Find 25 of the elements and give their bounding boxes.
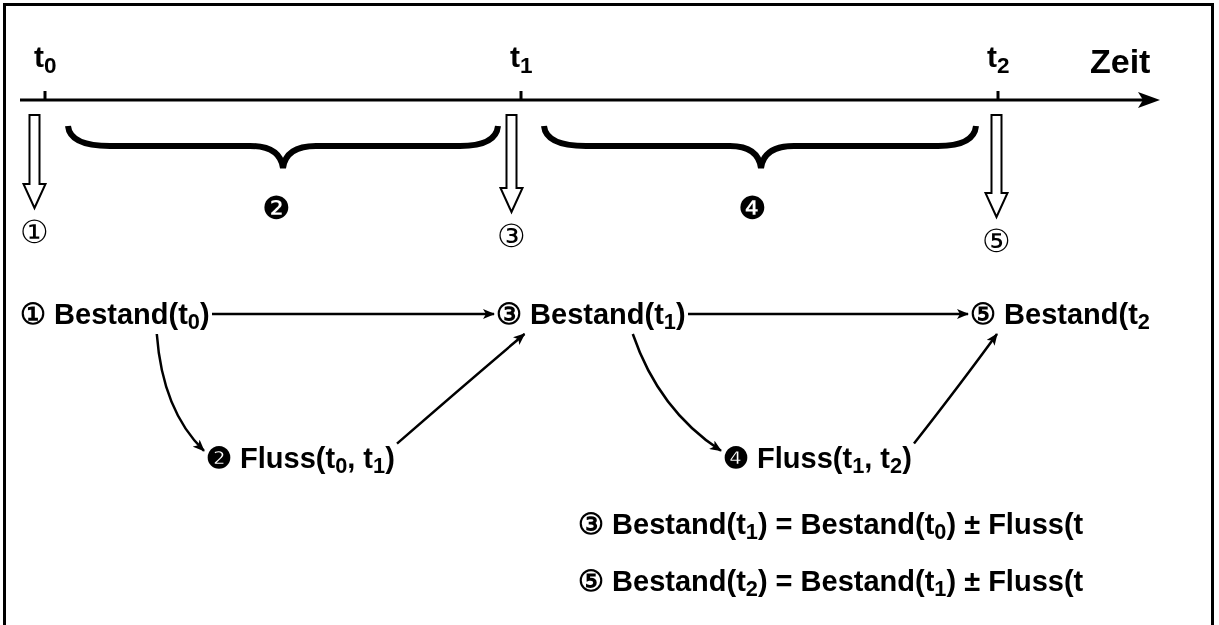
callout-number: ❷ — [262, 189, 291, 228]
hollow-arrow — [21, 114, 48, 211]
time-label: t$_{1}$ — [510, 39, 533, 76]
arrow — [396, 333, 526, 445]
arrow — [155, 333, 205, 452]
arrow — [631, 333, 722, 452]
axis-label: Zeit — [1090, 41, 1151, 82]
arrow — [913, 333, 998, 445]
hollow-arrow — [983, 114, 1010, 220]
callout-number: ③ — [497, 216, 526, 256]
time-label: t$_{0}$ — [34, 39, 57, 76]
callout-number: ⑤ — [982, 221, 1011, 261]
equation-text: ③ Bestand(t$_{1}$) = Bestand(t$_{0}$) ± Fluss(t — [578, 507, 1084, 543]
callout-number: ① — [20, 212, 49, 252]
arrow — [212, 309, 495, 319]
hollow-arrow — [498, 114, 525, 215]
stock-label: ③ Bestand(t$_{1}$) — [496, 296, 686, 333]
flow-label: ❷ Fluss(t$_{0}$, t$_{1}$) — [206, 440, 395, 477]
flow-label: ❹ Fluss(t$_{1}$, t$_{2}$) — [723, 440, 912, 477]
stock-label: ① Bestand(t$_{0}$) — [20, 296, 210, 333]
arrow — [688, 309, 969, 319]
equation-text: ⑤ Bestand(t$_{2}$) = Bestand(t$_{1}$) ± Fluss(t — [578, 564, 1084, 600]
callout-number: ❹ — [738, 189, 767, 228]
time-label: t$_{2}$ — [987, 39, 1010, 76]
stock-label: ⑤ Bestand(t$_{2}$ — [970, 296, 1150, 333]
